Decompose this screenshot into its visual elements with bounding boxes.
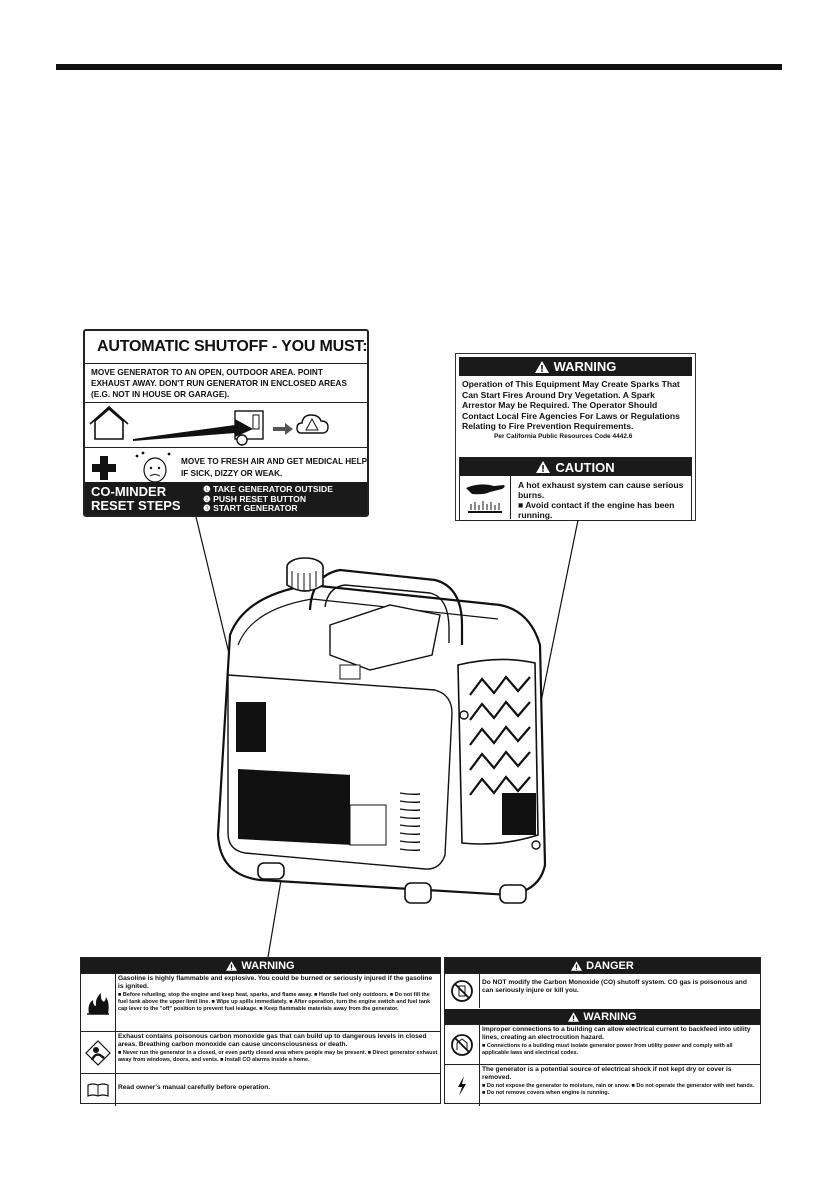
caution-text: A hot exhaust system can cause serious b… [518,480,691,520]
reset-step: ❸ START GENERATOR [203,503,298,513]
co-poisoning-icon [81,1032,116,1074]
electric-shock-icon [445,1065,480,1106]
reset-title-line-2: RESET STEPS [91,498,181,513]
warning-triangle-icon [534,360,549,373]
shutoff-diagram [85,403,367,448]
warning-header-right: WARNING [445,1009,760,1024]
warning-header-left: WARNING [81,958,440,973]
warning-panel-right: DANGER Do NOT modify the Carbon Monoxide… [444,957,761,1106]
resources-code: Per California Public Resources Code 444… [494,432,633,440]
warning-triangle-icon [536,461,551,473]
danger-title: DANGER [586,959,634,972]
co-hazard-detail: ■ Never run the generator in a closed, o… [118,1049,438,1063]
spark-warning-title: WARNING [553,359,617,374]
shock-main: The generator is a potential source of e… [482,1066,732,1082]
shock-row: The generator is a potential source of e… [445,1064,760,1106]
warning-title-left: WARNING [241,959,295,972]
warning-panel-left: WARNING Gasoline is highly flammable and… [80,957,441,1106]
caution-header: CAUTION [460,458,691,476]
caution-text-1: A hot exhaust system can cause serious b… [518,480,684,500]
reset-title: CO-MINDER RESET STEPS [91,485,181,513]
warning-triangle-icon [571,960,583,971]
bottom-warning-labels: WARNING Gasoline is highly flammable and… [80,957,761,1106]
caution-box: CAUTION A hot exhaust system can cause s… [459,457,692,521]
reset-step-list: ❶ TAKE GENERATOR OUTSIDE ❷ PUSH RESET BU… [203,484,333,514]
warning-triangle-icon [568,1011,580,1022]
no-modify-icon [445,974,480,1008]
owners-manual-icon [81,1074,116,1106]
fire-hazard-main: Gasoline is highly flammable and explosi… [118,975,433,991]
reset-step: ❷ PUSH RESET BUTTON [203,493,307,504]
top-rule [56,64,782,70]
move-outdoor-diagram-icon [89,405,329,446]
manual-text: Read owner's manual carefully before ope… [118,1084,271,1091]
co-hazard-main: Exhaust contains poisonous carbon monoxi… [118,1033,427,1049]
manual-row: Read owner's manual carefully before ope… [81,1073,440,1106]
backfeed-row: Improper connections to a building can a… [445,1024,760,1065]
danger-text: Do NOT modify the Carbon Monoxide (CO) s… [482,979,747,995]
reset-title-line-1: CO-MINDER [91,484,167,499]
co-hazard-row: Exhaust contains poisonous carbon monoxi… [81,1031,440,1074]
no-backfeed-icon [445,1025,480,1065]
caution-text-2: ■ Avoid contact if the engine has been r… [518,500,675,520]
hot-surface-hand-icon [460,476,511,519]
generator-illustration [216,557,547,904]
reset-steps: CO-MINDER RESET STEPS ❶ TAKE GENERATOR O… [85,482,367,515]
medical-text: MOVE TO FRESH AIR AND GET MEDICAL HELP I… [181,457,367,478]
co-shutoff-row: Do NOT modify the Carbon Monoxide (CO) s… [445,973,760,1008]
shutoff-move-text: MOVE GENERATOR TO AN OPEN, OUTDOOR AREA.… [85,364,367,403]
spark-warning-text: Operation of This Equipment May Create S… [462,379,680,431]
spark-caution-label: WARNING Operation of This Equipment May … [455,353,696,521]
fire-hazard-row: Gasoline is highly flammable and explosi… [81,973,440,1032]
fire-hazard-icon [81,974,116,1032]
backfeed-main: Improper connections to a building can a… [482,1026,751,1042]
danger-header: DANGER [445,958,760,973]
caution-title: CAUTION [555,459,615,475]
shutoff-label: AUTOMATIC SHUTOFF - YOU MUST: MOVE GENER… [83,329,369,517]
backfeed-detail: ■ Connections to a building must isolate… [482,1042,733,1056]
shock-detail: ■ Do not expose the generator to moistur… [482,1082,755,1096]
shutoff-title: AUTOMATIC SHUTOFF - YOU MUST: [97,338,368,355]
fire-hazard-detail: ■ Before refueling, stop the engine and … [118,991,431,1012]
warning-title-right: WARNING [583,1010,637,1023]
spark-warning-header: WARNING [459,357,692,376]
shutoff-header: AUTOMATIC SHUTOFF - YOU MUST: [85,331,367,364]
warning-triangle-icon [226,960,238,971]
reset-step: ❶ TAKE GENERATOR OUTSIDE [203,484,333,494]
